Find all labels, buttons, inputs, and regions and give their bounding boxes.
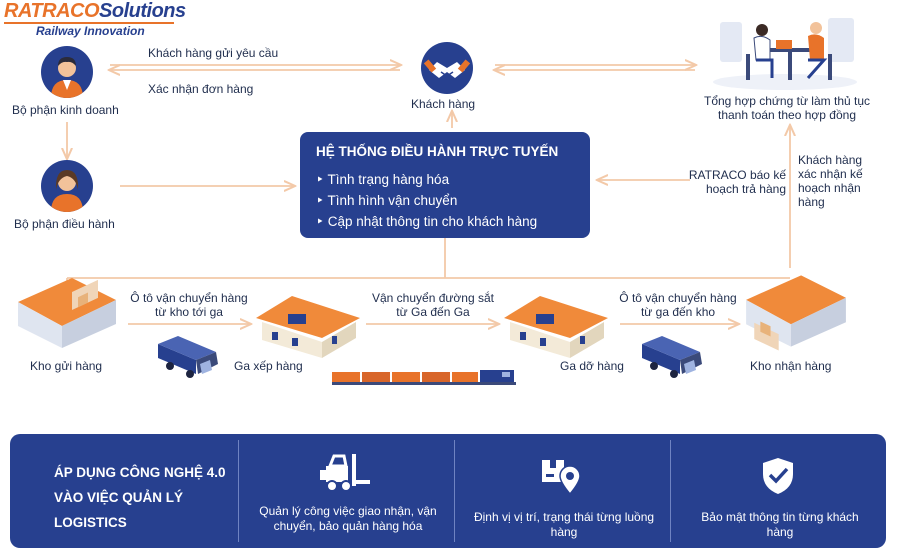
system-title: HỆ THỐNG ĐIỀU HÀNH TRỰC TUYẾN [316, 144, 559, 159]
brand-logo: RATRACOSolutions [4, 0, 186, 23]
loading-station-illustration [256, 296, 360, 358]
system-item: ‣ Tình hình vận chuyển [316, 193, 458, 208]
loading-station-label: Ga xếp hàng [234, 359, 303, 373]
brand-tagline: Railway Innovation [36, 24, 145, 38]
operations-label: Bộ phận điều hành [14, 217, 115, 231]
panel-title: ÁP DỤNG CÔNG NGHỆ 4.0 VÀO VIỆC QUẢN LÝ L… [54, 465, 226, 530]
sales-avatar [41, 46, 93, 98]
customer-request-label: Khách hàng gửi yêu cầu [148, 46, 279, 60]
train-illustration [332, 370, 516, 385]
summary-label: Tổng hợp chứng từ làm thủ tục thanh toán… [703, 94, 871, 122]
logistics-4-0-panel: ÁP DỤNG CÔNG NGHỆ 4.0 VÀO VIỆC QUẢN LÝ L… [10, 434, 886, 548]
warehouse-receive-label: Kho nhận hàng [750, 359, 832, 373]
truck-to-warehouse-label: Ô tô vận chuyển hàng từ ga đến kho [619, 291, 737, 319]
truck-1-illustration [158, 336, 218, 378]
truck-to-station-label: Ô tô vận chuyển hàng từ kho tới ga [130, 291, 248, 319]
system-item: ‣ Cập nhật thông tin cho khách hàng [316, 214, 538, 229]
customer-label: Khách hàng [411, 97, 476, 111]
customer-avatar [421, 42, 473, 94]
shield-check-icon [763, 458, 793, 494]
location-box-icon [542, 460, 581, 494]
unloading-station-illustration [504, 296, 608, 358]
warehouse-send-illustration [18, 278, 116, 348]
system-item-text: Tình trạng hàng hóa [327, 172, 450, 187]
system-item-text: Cập nhật thông tin cho khách hàng [327, 214, 538, 229]
feature-1-text: Quản lý công việc giao nhận, vận chuyển,… [259, 504, 437, 533]
unloading-station-label: Ga dỡ hàng [560, 359, 624, 373]
operations-avatar [41, 160, 93, 212]
system-item-text: Tình hình vận chuyển [327, 193, 458, 208]
system-item: ‣ Tình trạng hàng hóa [316, 172, 450, 187]
brand-name-part2: Solutions [99, 0, 186, 22]
warehouse-send-label: Kho gửi hàng [30, 359, 103, 373]
ratraco-report-label: RATRACO báo kế hoạch trả hàng [688, 168, 786, 196]
feature-3-text: Bảo mật thông tin từng khách hàng [701, 510, 859, 539]
rail-transport-label: Vận chuyển đường sắt từ Ga đến Ga [372, 291, 494, 319]
feature-2-text: Định vị vị trí, trạng thái từng luồng hà… [473, 510, 655, 539]
order-confirm-label: Xác nhận đơn hàng [148, 82, 254, 96]
online-system-box: HỆ THỐNG ĐIỀU HÀNH TRỰC TUYẾN ‣ Tình trạ… [300, 132, 590, 238]
panel-divider [454, 440, 455, 542]
warehouse-receive-illustration [746, 275, 846, 351]
sales-label: Bộ phận kinh doanh [12, 103, 119, 117]
logo-underline [4, 22, 174, 24]
forklift-icon [320, 454, 370, 492]
customer-confirm-label: Khách hàng xác nhận kế hoạch nhận hàng [798, 153, 863, 209]
panel-divider [238, 440, 239, 542]
panel-divider [670, 440, 671, 542]
brand-name-part1: RATRACO [4, 0, 100, 22]
handshake-icon [423, 59, 471, 78]
truck-2-illustration [642, 336, 702, 378]
meeting-illustration [713, 18, 857, 90]
